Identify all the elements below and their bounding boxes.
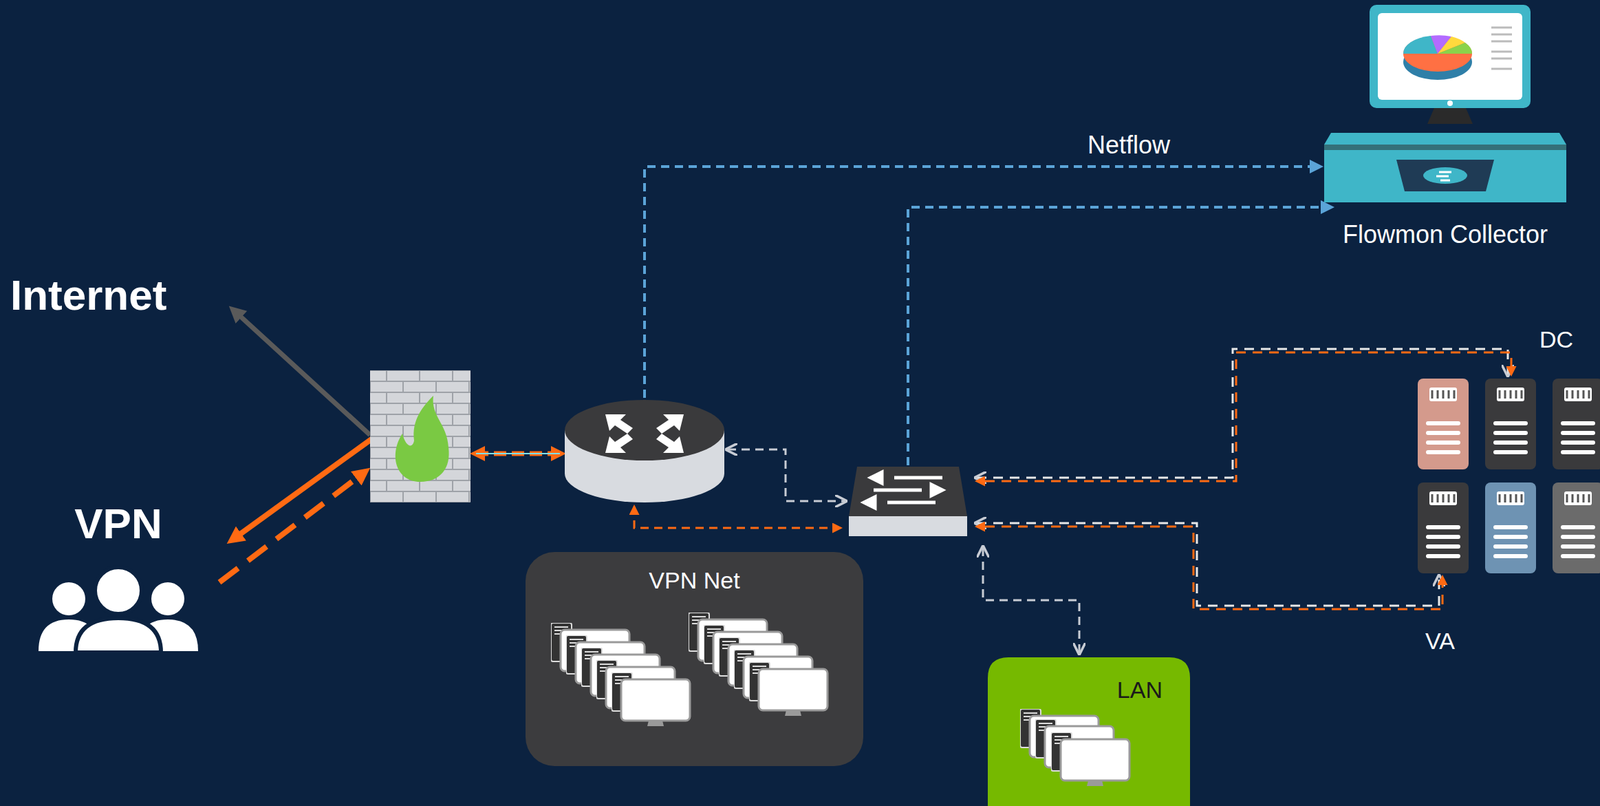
node-text: VPN Net: [648, 566, 740, 594]
lan-box: LAN: [987, 656, 1191, 806]
internet-label: Internet: [10, 270, 167, 320]
node-text: LAN: [1117, 676, 1163, 704]
va-label: VA: [1425, 627, 1455, 655]
dc-label: DC: [1539, 326, 1574, 353]
flow-label: Netflow: [1087, 130, 1171, 159]
node-text: Flowmon Collector: [1342, 220, 1548, 249]
vpn-net-box: VPN Net: [525, 551, 864, 766]
node-text: VPN: [74, 498, 162, 548]
collector-node: Flowmon Collector: [1324, 4, 1567, 253]
vpn-users-node: VPN: [35, 498, 201, 654]
